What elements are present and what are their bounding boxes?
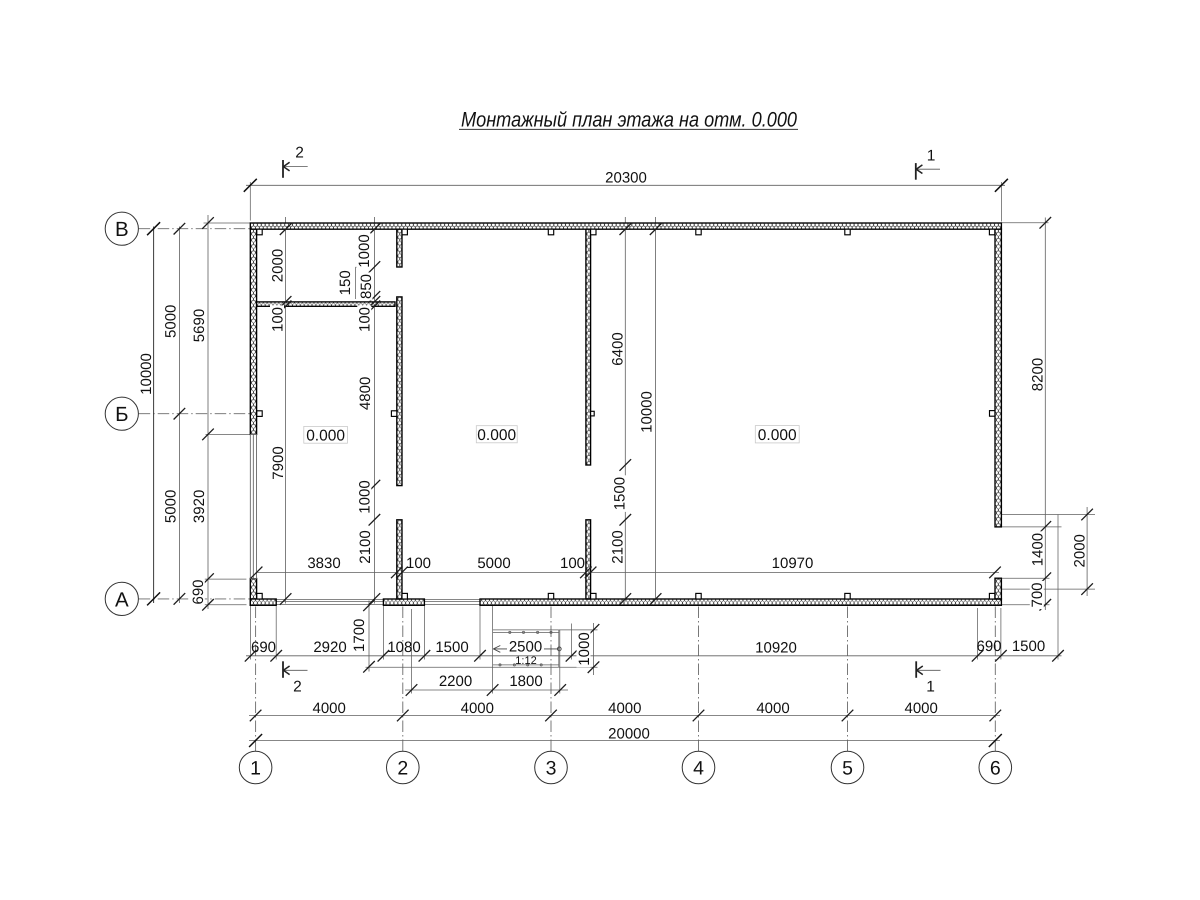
svg-text:2100: 2100 [609, 530, 626, 563]
svg-text:Монтажный план этажа на отм. 0: Монтажный план этажа на отм. 0.000 [461, 109, 797, 132]
svg-text:5000: 5000 [162, 305, 179, 338]
svg-text:100: 100 [560, 555, 585, 572]
svg-text:2000: 2000 [1071, 534, 1088, 567]
svg-text:2: 2 [295, 145, 304, 162]
svg-text:150: 150 [337, 270, 354, 295]
svg-text:1: 1 [926, 679, 935, 696]
svg-text:2920: 2920 [313, 639, 346, 656]
svg-text:5000: 5000 [162, 490, 179, 523]
svg-text:10000: 10000 [638, 391, 655, 433]
svg-text:20300: 20300 [605, 169, 647, 186]
svg-text:2: 2 [293, 679, 302, 696]
svg-text:100: 100 [406, 555, 431, 572]
svg-text:100: 100 [357, 307, 374, 332]
svg-text:1000: 1000 [356, 234, 373, 267]
svg-text:6400: 6400 [609, 332, 626, 365]
svg-text:690: 690 [251, 639, 276, 656]
svg-text:2100: 2100 [357, 530, 374, 563]
svg-text:5000: 5000 [477, 555, 510, 572]
svg-text:10000: 10000 [138, 353, 155, 395]
svg-text:1:12: 1:12 [515, 655, 536, 667]
svg-text:4000: 4000 [608, 700, 641, 717]
svg-text:1: 1 [250, 758, 261, 780]
svg-text:7900: 7900 [270, 446, 287, 479]
svg-text:4800: 4800 [357, 377, 374, 410]
svg-text:1800: 1800 [509, 673, 542, 690]
svg-text:20000: 20000 [608, 725, 650, 742]
svg-text:0.000: 0.000 [306, 427, 345, 444]
svg-text:2: 2 [397, 758, 408, 780]
svg-text:1000: 1000 [576, 632, 593, 665]
svg-text:3830: 3830 [307, 555, 340, 572]
svg-text:690: 690 [190, 579, 207, 604]
svg-text:10970: 10970 [772, 555, 814, 572]
svg-text:3920: 3920 [191, 490, 208, 523]
svg-text:Б: Б [115, 403, 128, 426]
svg-text:4: 4 [693, 758, 704, 780]
svg-text:А: А [115, 588, 129, 611]
svg-text:3: 3 [546, 758, 557, 780]
svg-text:4000: 4000 [905, 700, 938, 717]
svg-text:5: 5 [842, 758, 853, 780]
svg-text:0.000: 0.000 [758, 427, 797, 444]
svg-text:4000: 4000 [461, 700, 494, 717]
svg-text:690: 690 [976, 638, 1001, 655]
svg-text:100: 100 [269, 307, 286, 332]
svg-text:1500: 1500 [435, 639, 468, 656]
svg-text:1000: 1000 [357, 480, 374, 513]
svg-text:2200: 2200 [439, 673, 472, 690]
svg-text:2000: 2000 [269, 249, 286, 282]
svg-text:700: 700 [1029, 582, 1046, 607]
svg-text:1700: 1700 [351, 619, 368, 652]
svg-text:10920: 10920 [755, 639, 797, 656]
svg-text:850: 850 [358, 274, 375, 299]
svg-text:В: В [115, 218, 129, 241]
svg-text:8200: 8200 [1030, 358, 1047, 391]
svg-text:1080: 1080 [387, 639, 420, 656]
svg-text:6: 6 [990, 758, 1001, 780]
svg-text:2500: 2500 [509, 639, 542, 656]
svg-text:4000: 4000 [756, 700, 789, 717]
svg-text:4000: 4000 [313, 700, 346, 717]
svg-text:1500: 1500 [611, 477, 628, 510]
svg-text:5690: 5690 [191, 309, 208, 342]
svg-text:1500: 1500 [1012, 638, 1045, 655]
svg-text:1400: 1400 [1030, 533, 1047, 566]
svg-text:1: 1 [927, 148, 936, 165]
svg-text:0.000: 0.000 [477, 427, 516, 444]
